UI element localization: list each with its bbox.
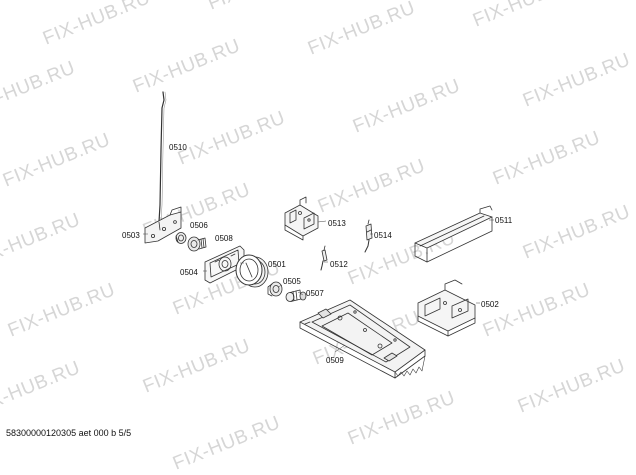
- part-label-0506: 0506: [190, 221, 208, 230]
- base-plate-part: [300, 300, 425, 378]
- part-label-0501: 0501: [268, 260, 286, 269]
- part-label-0502: 0502: [481, 300, 499, 309]
- knob-part: [236, 255, 268, 287]
- spindle-part: [188, 237, 206, 251]
- trim-strip-part: [415, 206, 492, 262]
- part-label-0511: 0511: [495, 216, 512, 225]
- part-label-0514: 0514: [374, 231, 392, 240]
- drawing-reference: 58300000120305 aet 000 b 5/5: [6, 428, 131, 438]
- probe-part: [321, 246, 327, 270]
- part-label-0507: 0507: [306, 289, 324, 298]
- part-label-0510: 0510: [169, 143, 187, 152]
- bracket-plate-part: [145, 207, 181, 243]
- nut-part: [176, 233, 186, 244]
- parts-drawing: [0, 0, 636, 450]
- capillary-rod-part: [159, 92, 166, 222]
- sensor-part: [365, 220, 372, 252]
- lock-bracket-part: [418, 280, 475, 336]
- part-label-0509: 0509: [326, 356, 344, 365]
- bush-part: [286, 290, 306, 302]
- part-label-0503: 0503: [122, 231, 140, 240]
- part-label-0505: 0505: [283, 277, 301, 286]
- part-label-0504: 0504: [180, 268, 198, 277]
- switch-bracket-part: [285, 197, 318, 240]
- part-label-0513: 0513: [328, 219, 346, 228]
- collar-part: [268, 282, 282, 296]
- part-label-0512: 0512: [330, 260, 348, 269]
- part-label-0508: 0508: [215, 234, 233, 243]
